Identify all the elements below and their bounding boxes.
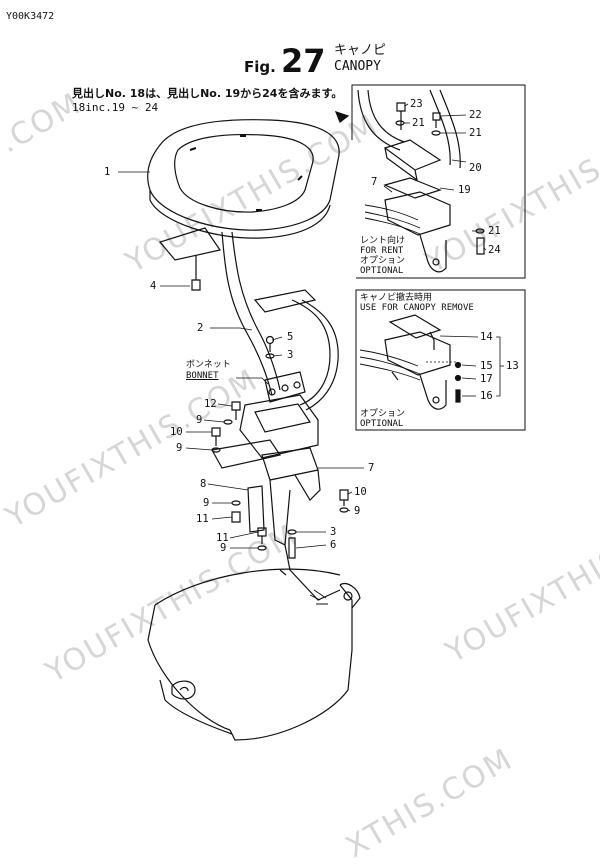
inclusion-note-english: 18inc.19 ~ 24 [72,101,159,114]
optional-label-japanese: オプション [360,409,406,419]
bonnet-label-english: BONNET [186,371,219,381]
inset-top-drawing [357,89,485,273]
callout-7: 7 [368,462,375,474]
figure-number: 27 [281,42,326,80]
optional-label-english: OPTIONAL [360,419,404,429]
callout-5: 5 [287,331,294,343]
inset-leader-lines [383,103,504,397]
callout-21: 21 [469,127,482,139]
callout-9: 9 [203,497,210,509]
figure-prefix: Fig. [244,58,276,76]
callout-3: 3 [330,526,337,538]
optional-label-english: OPTIONAL [360,266,404,276]
callout-11: 11 [216,532,229,544]
figure-title-japanese: キャノピ [334,43,387,58]
callout-11: 11 [196,513,209,525]
callout-12: 12 [204,398,217,410]
inset-pointer-arrow [334,111,350,123]
bonnet-label-japanese: ボンネット [186,360,231,370]
callout-20: 20 [469,162,482,174]
callout-22: 22 [469,109,482,121]
for-rent-label-japanese: レント向け [360,236,406,246]
callout-9: 9 [354,505,361,517]
inset-box-remove [355,289,526,431]
callout-2: 2 [197,322,204,334]
callout-24: 24 [488,244,501,256]
inset-box-top [351,84,526,279]
callout-9: 9 [220,542,227,554]
canopy-roof [147,119,340,261]
figure-title-english: CANOPY [334,59,381,74]
callout-17: 17 [480,373,493,385]
bonnet-base [147,544,361,741]
callout-9: 9 [196,414,203,426]
callout-8: 8 [200,478,207,490]
callout-15: 15 [480,360,493,372]
canopy-remove-label-english: USE FOR CANOPY REMOVE [360,303,474,313]
callout-3: 3 [287,349,294,361]
canopy-remove-label-japanese: キャノピ撤去時用 [360,293,433,303]
inset-remove-drawing [359,314,462,410]
callout-16: 16 [480,390,493,402]
callout-21: 21 [488,225,501,237]
callout-23: 23 [410,98,423,110]
optional-label-japanese: オプション [360,256,406,266]
canopy-frame [221,231,339,411]
callout-10: 10 [354,486,367,498]
callout-19: 19 [458,184,471,196]
callout-7: 7 [371,176,378,188]
callout-10: 10 [170,426,183,438]
callout-4: 4 [150,280,157,292]
mounting-bracket [211,394,321,546]
callout-1: 1 [104,166,111,178]
callout-13: 13 [506,360,519,372]
callout-9: 9 [176,442,183,454]
document-code: Y00K3472 [6,11,55,22]
for-rent-label-english: FOR RENT [360,246,404,256]
callout-6: 6 [330,539,337,551]
inclusion-note-japanese: 見出しNo. 18は、見出しNo. 19から24を含みます。 [72,87,343,100]
leader-lines [118,171,364,549]
callout-21: 21 [412,117,425,129]
callout-14: 14 [480,331,493,343]
fasteners [191,255,349,559]
